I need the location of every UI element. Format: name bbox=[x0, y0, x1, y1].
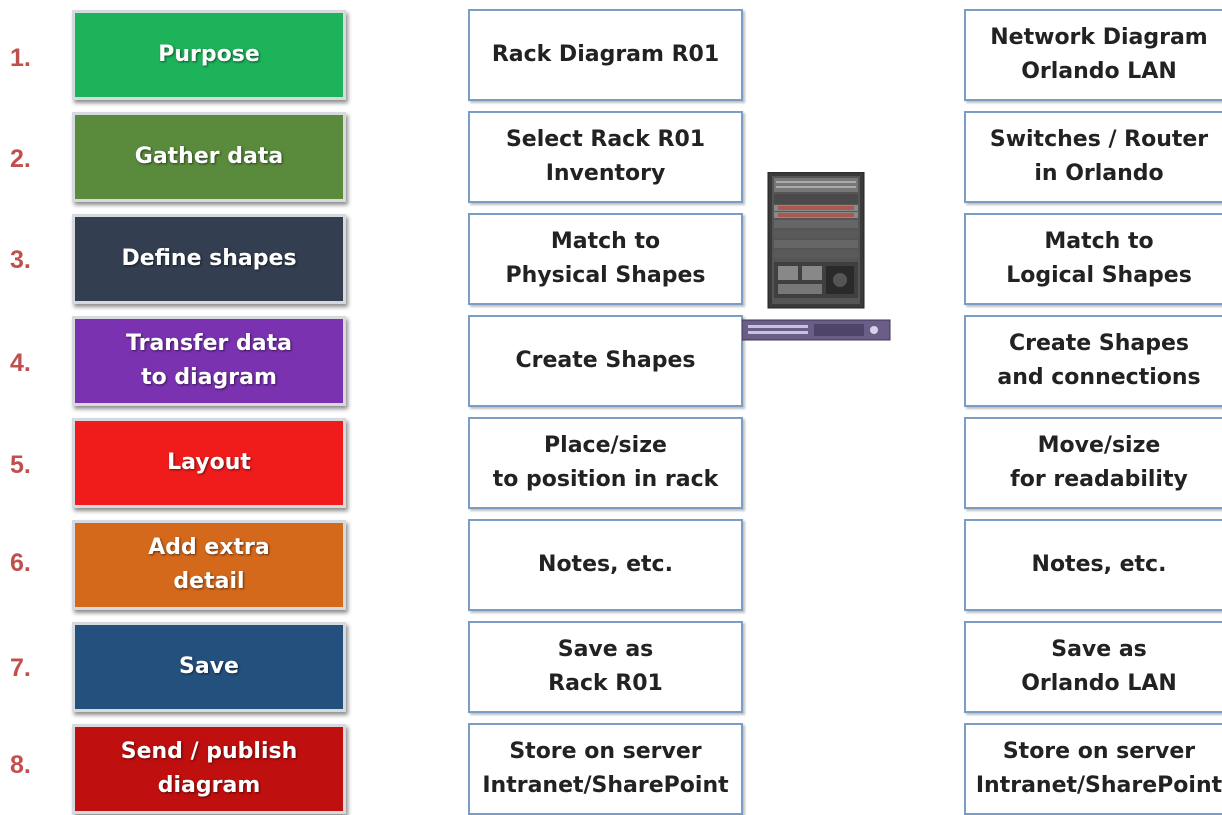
step-define-shapes: Define shapes bbox=[72, 214, 346, 304]
step-label: Gather data bbox=[134, 144, 284, 169]
step-label: Transfer data to diagram bbox=[126, 331, 292, 390]
step-number: 8. bbox=[10, 751, 31, 779]
network-cell: Match to Logical Shapes bbox=[964, 213, 1222, 305]
step-save: Save bbox=[72, 622, 346, 712]
rack-mounted-device-icon bbox=[742, 319, 891, 341]
step-send-publish: Send / publish diagram bbox=[72, 724, 346, 814]
network-cell: Save as Orlando LAN bbox=[964, 621, 1222, 713]
rack-cell: Notes, etc. bbox=[468, 519, 743, 611]
network-cell: Network Diagram Orlando LAN bbox=[964, 9, 1222, 101]
rack-cell: Select Rack R01 Inventory bbox=[468, 111, 743, 203]
server-rack-illustration bbox=[742, 172, 891, 341]
network-cell: Notes, etc. bbox=[964, 519, 1222, 611]
rack-cell: Rack Diagram R01 bbox=[468, 9, 743, 101]
step-layout: Layout bbox=[72, 418, 346, 508]
step-label: Send / publish diagram bbox=[120, 739, 298, 798]
step-gather-data: Gather data bbox=[72, 112, 346, 202]
step-number: 3. bbox=[10, 246, 31, 274]
network-cell: Move/size for readability bbox=[964, 417, 1222, 509]
rack-cell: Place/size to position in rack bbox=[468, 417, 743, 509]
step-label: Purpose bbox=[158, 42, 260, 67]
step-label: Add extra detail bbox=[148, 535, 270, 594]
network-cell: Store on server Intranet/SharePoint bbox=[964, 723, 1222, 815]
step-label: Define shapes bbox=[121, 246, 297, 271]
rack-cell: Save as Rack R01 bbox=[468, 621, 743, 713]
step-number: 6. bbox=[10, 549, 31, 577]
server-rack-icon bbox=[767, 172, 865, 309]
step-purpose: Purpose bbox=[72, 10, 346, 100]
network-cell: Create Shapes and connections bbox=[964, 315, 1222, 407]
rack-cell: Match to Physical Shapes bbox=[468, 213, 743, 305]
step-number: 1. bbox=[10, 44, 31, 72]
step-number: 5. bbox=[10, 451, 31, 479]
step-label: Layout bbox=[167, 450, 251, 475]
step-label: Save bbox=[179, 654, 239, 679]
step-transfer-data: Transfer data to diagram bbox=[72, 316, 346, 406]
step-number: 7. bbox=[10, 654, 31, 682]
rack-cell: Store on server Intranet/SharePoint bbox=[468, 723, 743, 815]
rack-cell: Create Shapes bbox=[468, 315, 743, 407]
step-number: 2. bbox=[10, 145, 31, 173]
network-cell: Switches / Router in Orlando bbox=[964, 111, 1222, 203]
step-number: 4. bbox=[10, 349, 31, 377]
step-add-extra-detail: Add extra detail bbox=[72, 520, 346, 610]
